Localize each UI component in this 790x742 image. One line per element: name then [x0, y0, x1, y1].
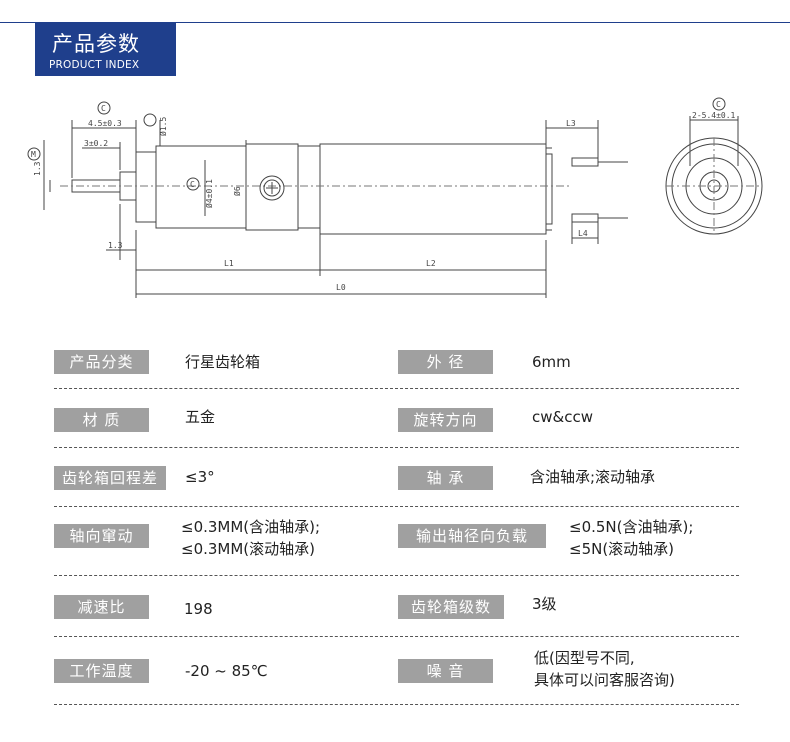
row-divider: [54, 636, 739, 637]
spec-value: 低(因型号不同,: [534, 649, 635, 667]
svg-text:3±0.2: 3±0.2: [84, 139, 108, 148]
spec-label: 轴向窜动: [54, 524, 149, 548]
svg-text:L3: L3: [566, 119, 576, 128]
spec-label: 轴 承: [398, 466, 493, 490]
motor-endcap: [545, 153, 553, 225]
spec-label: 旋转方向: [398, 408, 493, 432]
spec-label: 噪 音: [398, 659, 493, 683]
spec-value: -20 ~ 85℃: [185, 662, 268, 680]
technical-drawing: C 4.5±0.3 3±0.2 1.3 M 1.3 Ø1.5 C Ø4±0.1 …: [27, 97, 763, 298]
spec-value: ≤0.5N(含油轴承);: [569, 518, 694, 536]
spec-value: ≤5N(滚动轴承): [569, 540, 675, 558]
motor-body: [319, 143, 547, 235]
svg-text:L4: L4: [578, 229, 588, 238]
row-divider: [54, 704, 739, 705]
header-rule: [0, 22, 790, 23]
svg-text:C: C: [190, 180, 195, 189]
svg-text:C: C: [716, 100, 721, 109]
spec-label: 齿轮箱回程差: [54, 466, 166, 490]
svg-text:L1: L1: [224, 259, 234, 268]
row-divider: [54, 506, 739, 507]
section-header: 产品参数 PRODUCT INDEX: [35, 23, 176, 76]
spec-label: 外 径: [398, 350, 493, 374]
spec-value: ≤3°: [185, 468, 215, 486]
svg-text:L0: L0: [336, 283, 346, 292]
spec-value: ≤0.3MM(含油轴承);: [181, 518, 321, 536]
spec-value: 3级: [532, 595, 557, 613]
spec-value: 6mm: [532, 353, 571, 371]
spec-value: 含油轴承;滚动轴承: [530, 468, 656, 486]
spec-label: 齿轮箱级数: [398, 595, 504, 619]
screw-icon: [259, 175, 285, 201]
svg-text:M: M: [31, 150, 36, 159]
row-divider: [54, 575, 739, 576]
gearbox-front: [135, 151, 157, 223]
svg-text:1.3: 1.3: [33, 161, 42, 176]
row-divider: [54, 447, 739, 448]
spec-label: 工作温度: [54, 659, 149, 683]
terminal-top: [571, 157, 599, 167]
spec-label: 输出轴径向负载: [398, 524, 546, 548]
svg-text:L2: L2: [426, 259, 436, 268]
section-title: 产品参数: [52, 32, 140, 56]
spec-label: 材 质: [54, 408, 149, 432]
spec-value: 行星齿轮箱: [185, 353, 261, 371]
spec-value: 五金: [185, 408, 216, 426]
svg-text:C: C: [101, 104, 106, 113]
spec-value: 具体可以问客服咨询): [534, 671, 675, 689]
svg-text:Ø1.5: Ø1.5: [158, 117, 168, 136]
svg-text:Ø4±0.1: Ø4±0.1: [204, 179, 214, 208]
gearbox-rear: [297, 145, 321, 229]
svg-text:2-5.4±0.1: 2-5.4±0.1: [692, 111, 736, 120]
svg-text:Ø6: Ø6: [232, 186, 242, 196]
section-subtitle: PRODUCT INDEX: [49, 59, 140, 71]
terminal-bottom: [571, 213, 599, 223]
spec-label: 产品分类: [54, 350, 149, 374]
svg-text:1.3: 1.3: [108, 241, 123, 250]
svg-text:4.5±0.3: 4.5±0.3: [88, 119, 122, 128]
spec-label: 减速比: [54, 595, 149, 619]
row-divider: [54, 388, 739, 389]
spec-value: ≤0.3MM(滚动轴承): [181, 540, 316, 558]
spec-value: cw&ccw: [532, 408, 593, 426]
spec-value: 198: [184, 600, 213, 618]
